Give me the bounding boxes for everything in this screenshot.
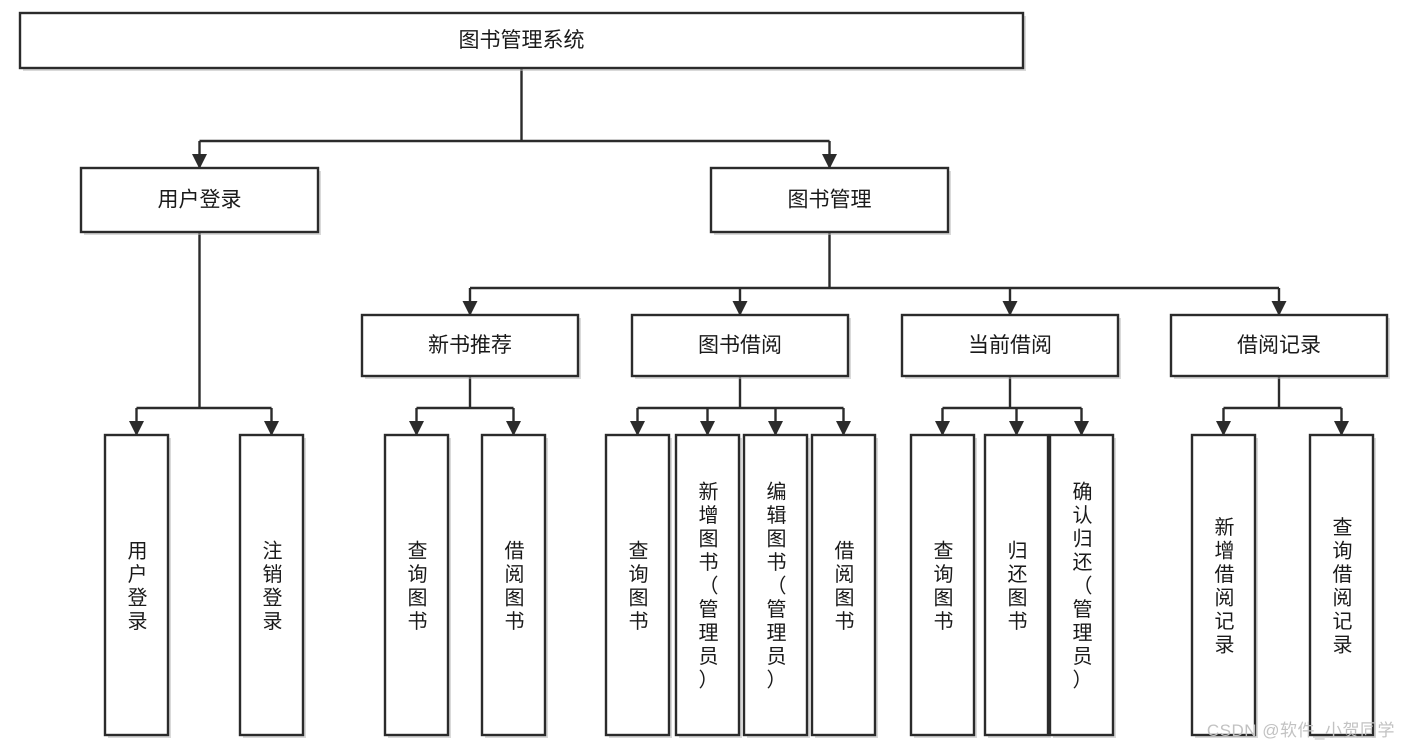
node-label: 图书管理 <box>788 189 872 212</box>
node-label: 查询借阅记录 <box>1333 516 1353 657</box>
node-leaf-edit-book-admin[interactable]: 编辑图书（管理员） <box>742 433 810 738</box>
arrow-head-icon <box>700 421 715 436</box>
node-new-book-recommend[interactable]: 新书推荐 <box>360 313 581 379</box>
arrow-head-icon <box>1002 301 1018 316</box>
watermark-text: CSDN @软件_小贺同学 <box>1206 721 1395 740</box>
node-label: 编辑图书（管理员） <box>767 481 787 692</box>
arrow-head-icon <box>1074 421 1089 436</box>
node-root[interactable]: 图书管理系统 <box>18 11 1026 71</box>
node-label: 新增借阅记录 <box>1215 516 1235 657</box>
node-current-borrow[interactable]: 当前借阅 <box>900 313 1121 379</box>
node-leaf-borrow-books[interactable]: 借阅图书 <box>810 433 878 738</box>
node-leaf-user-logout[interactable]: 注销登录 <box>238 433 306 738</box>
node-label: 查询图书 <box>629 539 649 633</box>
node-box[interactable] <box>709 166 950 234</box>
node-leaf-add-book-admin[interactable]: 新增图书（管理员） <box>674 433 742 738</box>
node-label: 借阅图书 <box>835 539 855 633</box>
arrow-head-icon <box>409 421 424 436</box>
node-label: 确认归还（管理员） <box>1073 481 1093 692</box>
node-label: 用户登录 <box>128 540 148 633</box>
node-label: 新增图书（管理员） <box>699 481 719 692</box>
node-book-borrow[interactable]: 图书借阅 <box>630 313 851 379</box>
node-box[interactable] <box>909 433 976 737</box>
arrow-head-icon <box>192 154 207 169</box>
arrow-head-icon <box>935 421 950 436</box>
node-label: 借阅图书 <box>505 539 525 633</box>
node-box[interactable] <box>103 433 170 737</box>
node-book-management[interactable]: 图书管理 <box>709 166 951 235</box>
node-box[interactable] <box>810 433 877 737</box>
node-label: 当前借阅 <box>968 334 1052 357</box>
node-label: 图书借阅 <box>698 334 782 357</box>
node-box[interactable] <box>79 166 320 234</box>
node-box[interactable] <box>900 313 1120 378</box>
node-label: 借阅记录 <box>1237 334 1321 357</box>
node-box[interactable] <box>630 313 850 378</box>
node-leaf-borrow-books-rec[interactable]: 借阅图书 <box>480 433 548 738</box>
node-leaf-add-borrow-record[interactable]: 新增借阅记录 <box>1190 433 1258 738</box>
arrow-head-icon <box>1334 421 1349 436</box>
node-leaf-query-books-borrow[interactable]: 查询图书 <box>604 433 672 738</box>
node-box[interactable] <box>1308 433 1375 737</box>
node-box[interactable] <box>742 433 809 737</box>
arrow-head-icon <box>1009 421 1024 436</box>
node-borrow-record[interactable]: 借阅记录 <box>1169 313 1390 379</box>
node-leaf-query-books-current[interactable]: 查询图书 <box>909 433 977 738</box>
node-layer: 图书管理系统用户登录图书管理新书推荐图书借阅当前借阅借阅记录用户登录注销登录查询… <box>18 11 1390 738</box>
node-label: 用户登录 <box>158 189 242 212</box>
arrow-head-icon <box>822 154 837 169</box>
node-box[interactable] <box>1048 433 1115 737</box>
node-box[interactable] <box>604 433 671 737</box>
node-box[interactable] <box>383 433 450 737</box>
node-label: 图书管理系统 <box>459 29 585 52</box>
node-box[interactable] <box>238 433 305 737</box>
arrow-head-icon <box>768 421 783 436</box>
node-box[interactable] <box>480 433 547 737</box>
arrow-head-icon <box>462 301 478 316</box>
arrow-head-icon <box>264 421 279 436</box>
node-box[interactable] <box>674 433 741 737</box>
arrow-head-icon <box>129 421 144 436</box>
node-label: 查询图书 <box>934 539 954 633</box>
arrow-head-icon <box>732 301 748 316</box>
node-leaf-return-books[interactable]: 归还图书 <box>983 433 1051 738</box>
node-leaf-query-books-rec[interactable]: 查询图书 <box>383 433 451 738</box>
node-leaf-confirm-return-admin[interactable]: 确认归还（管理员） <box>1048 433 1116 738</box>
node-label: 查询图书 <box>408 539 428 633</box>
node-user-login[interactable]: 用户登录 <box>79 166 321 235</box>
arrow-head-icon <box>630 421 645 436</box>
node-box[interactable] <box>18 11 1025 70</box>
node-box[interactable] <box>1169 313 1389 378</box>
arrow-head-icon <box>836 421 851 436</box>
node-label: 注销登录 <box>263 539 283 633</box>
arrow-head-icon <box>1216 421 1231 436</box>
node-box[interactable] <box>983 433 1050 737</box>
node-box[interactable] <box>360 313 580 378</box>
connector-layer <box>129 68 1349 436</box>
arrow-head-icon <box>1271 301 1287 316</box>
node-label: 新书推荐 <box>428 334 512 357</box>
node-leaf-user-login[interactable]: 用户登录 <box>103 433 171 738</box>
node-box[interactable] <box>1190 433 1257 737</box>
node-label: 归还图书 <box>1008 539 1028 633</box>
arrow-head-icon <box>506 421 521 436</box>
node-leaf-query-borrow-record[interactable]: 查询借阅记录 <box>1308 433 1376 738</box>
